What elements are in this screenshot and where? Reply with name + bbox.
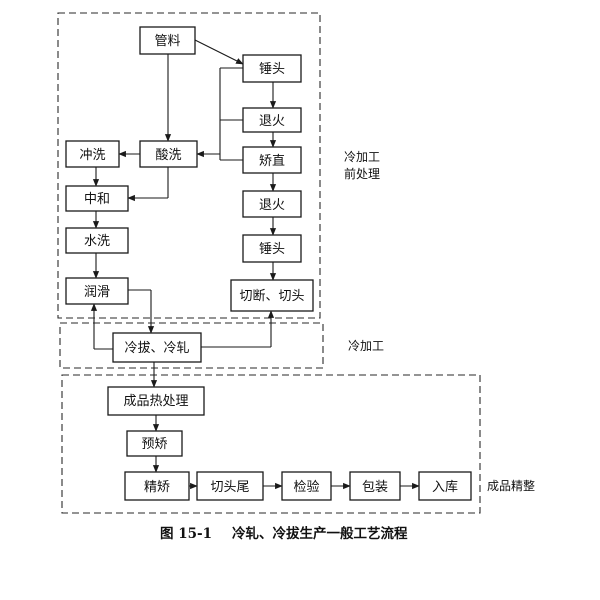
- region-label-pre-1: 冷加工: [344, 150, 380, 164]
- node-label: 包装: [362, 480, 388, 495]
- node-shuixi: 水洗: [65, 227, 129, 254]
- node-jiaozhi: 矫直: [242, 146, 302, 174]
- node-label: 锤头: [259, 242, 285, 257]
- node-label: 检验: [293, 479, 319, 495]
- figure-number: 图 15-1: [160, 526, 212, 542]
- node-qietouwei: 切头尾: [196, 471, 264, 501]
- finishing-region: [61, 374, 481, 514]
- node-chuitou-2: 锤头: [242, 234, 302, 263]
- node-label: 锤头: [259, 62, 285, 77]
- node-zhonghe: 中和: [65, 185, 129, 212]
- region-label-pre-2: 前处理: [344, 166, 380, 181]
- node-tuihuo-2: 退火: [242, 190, 302, 218]
- node-yujiao: 预矫: [126, 430, 183, 457]
- node-label: 冷拔、冷轧: [124, 341, 189, 356]
- figure-title: 冷轧、冷拔生产一般工艺流程: [232, 525, 408, 542]
- node-label: 精矫: [144, 480, 170, 495]
- node-chuitou-1: 锤头: [242, 54, 302, 83]
- node-label: 退火: [259, 198, 285, 213]
- node-lengba-lengzha: 冷拔、冷轧: [112, 332, 202, 363]
- node-chengpin-rechuli: 成品热处理: [107, 386, 205, 416]
- node-label: 预矫: [141, 437, 167, 452]
- node-ruku: 入库: [418, 471, 472, 501]
- node-label: 成品热处理: [123, 394, 188, 409]
- node-label: 退火: [259, 114, 285, 129]
- node-runhua: 润滑: [65, 277, 129, 305]
- node-qieduan-qietou: 切断、切头: [230, 279, 314, 312]
- region-label-cold: 冷加工: [348, 339, 384, 353]
- node-baozhuang: 包装: [349, 471, 401, 501]
- node-chongxi: 冲洗: [65, 140, 120, 168]
- node-label: 入库: [432, 479, 458, 495]
- node-label: 水洗: [84, 234, 110, 249]
- node-label: 中和: [84, 192, 110, 207]
- connectors: [90, 39, 420, 490]
- node-label: 矫直: [259, 154, 285, 169]
- pre-treatment-region: [57, 12, 321, 319]
- node-label: 切断、切头: [239, 289, 304, 304]
- node-label: 管料: [154, 34, 180, 49]
- node-suanxi: 酸洗: [139, 140, 198, 168]
- node-label: 酸洗: [155, 148, 181, 163]
- node-label: 润滑: [84, 285, 110, 300]
- node-guanliao: 管料: [139, 26, 196, 55]
- region-label-finish: 成品精整: [487, 478, 535, 493]
- node-tuihuo-1: 退火: [242, 107, 302, 133]
- node-label: 切头尾: [210, 480, 249, 495]
- node-jianyan: 检验: [281, 471, 332, 501]
- node-jingjiao: 精矫: [124, 471, 190, 501]
- node-label: 冲洗: [79, 148, 105, 163]
